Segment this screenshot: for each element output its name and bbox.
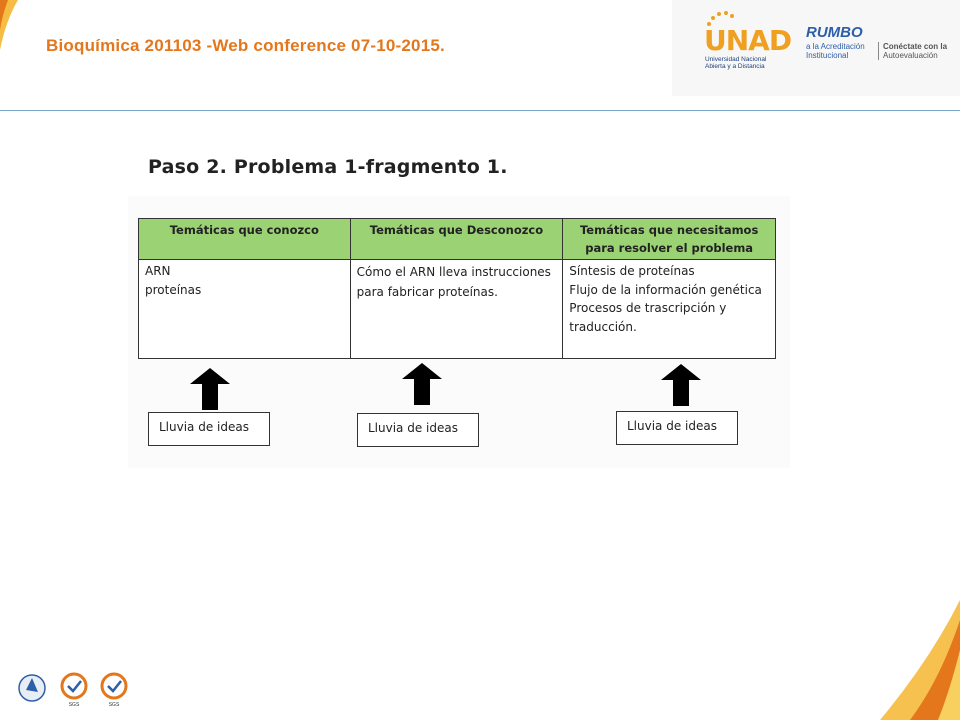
header-title: Bioquímica 201103 -Web conference 07-10-… xyxy=(46,36,445,55)
brainstorm-box: Lluvia de ideas xyxy=(148,412,270,446)
needed-item: Procesos de trascripción y traducción. xyxy=(569,301,727,334)
cell-known: ARN proteínas xyxy=(138,259,351,359)
corner-ornament xyxy=(0,0,18,50)
unad-logo: UNAD xyxy=(704,24,792,57)
known-item: proteínas xyxy=(145,282,202,297)
rumbo-subtitle-line1: a la Acreditación xyxy=(806,42,865,51)
unad-dots-icon xyxy=(707,11,734,26)
header-divider xyxy=(0,110,960,111)
topics-table: Temáticas que conozco Temáticas que Desc… xyxy=(138,218,776,359)
sgs-label: SGS xyxy=(109,702,120,708)
unknown-item: Cómo el ARN lleva instrucciones para fab… xyxy=(356,265,551,299)
brainstorm-box: Lluvia de ideas xyxy=(357,413,479,447)
rumbo-logo: RUMBO xyxy=(806,24,863,41)
unad-logo-text: UNAD xyxy=(704,24,792,57)
table-header-row: Temáticas que conozco Temáticas que Desc… xyxy=(138,218,776,260)
known-item: ARN xyxy=(145,264,171,278)
rumbo-subtitle-line2: Institucional xyxy=(806,51,849,60)
header-known: Temáticas que conozco xyxy=(138,218,351,260)
unad-subtitle: Universidad Nacional Abierta y a Distanc… xyxy=(705,56,767,70)
certification-logos: SGS SGS xyxy=(18,672,128,708)
up-arrow-icon xyxy=(402,363,442,405)
up-arrow-icon xyxy=(661,364,701,406)
needed-item: Flujo de la información genética xyxy=(569,282,762,297)
up-arrow-icon xyxy=(190,368,230,410)
conectate-line1: Conéctate con la xyxy=(883,42,948,51)
conectate-logo: Conéctate con la Autoevaluación xyxy=(878,42,947,60)
cell-needed: Síntesis de proteínas Flujo de la inform… xyxy=(562,259,776,359)
cell-unknown: Cómo el ARN lleva instrucciones para fab… xyxy=(349,259,564,359)
conectate-line2: Autoevaluación xyxy=(883,51,938,60)
brainstorm-box: Lluvia de ideas xyxy=(616,411,738,445)
page-heading: Paso 2. Problema 1-fragmento 1. xyxy=(148,156,508,178)
table-row: ARN proteínas Cómo el ARN lleva instrucc… xyxy=(138,259,776,359)
rumbo-subtitle: a la Acreditación Institucional xyxy=(806,42,865,60)
header-needed: Temáticas que necesitamos para resolver … xyxy=(562,218,776,260)
header-unknown: Temáticas que Desconozco xyxy=(349,218,564,260)
needed-item: Síntesis de proteínas xyxy=(569,264,695,278)
corner-swoosh xyxy=(880,600,960,720)
logo-area xyxy=(672,0,960,96)
sgs-label: SGS xyxy=(69,702,80,708)
